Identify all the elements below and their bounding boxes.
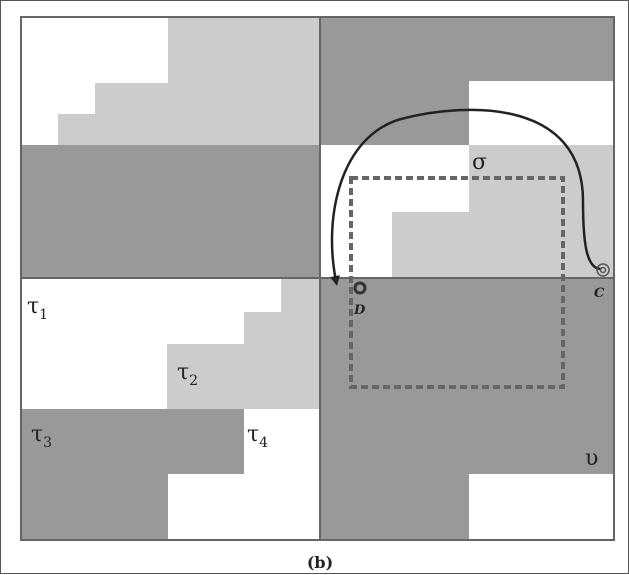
arc-arrow xyxy=(330,108,602,286)
bl-staircase-light xyxy=(167,278,320,409)
tr-top-white xyxy=(469,81,614,145)
label-point-c: C xyxy=(594,286,605,301)
label-tau3: τ3 xyxy=(31,422,52,451)
tr-band-light xyxy=(392,145,614,278)
bl-tau3-dark xyxy=(21,409,244,540)
br-upsilon-dark xyxy=(320,278,614,540)
label-point-d: D xyxy=(353,303,366,318)
label-sigma: σ xyxy=(472,150,487,175)
outer-border xyxy=(20,16,615,541)
figure-caption: (b) xyxy=(307,553,333,572)
tl-band-dark xyxy=(21,145,320,278)
tr-top-dark xyxy=(320,17,614,145)
label-tau2: τ2 xyxy=(177,360,198,389)
point-c-marker xyxy=(596,263,610,277)
label-tau4: τ4 xyxy=(247,422,268,451)
br-white-corner xyxy=(469,474,614,540)
tl-top-staircase xyxy=(58,17,320,145)
point-d-marker xyxy=(353,281,367,295)
label-tau1: τ1 xyxy=(27,294,48,323)
dotted-square xyxy=(349,176,565,389)
label-upsilon: υ xyxy=(585,446,598,471)
